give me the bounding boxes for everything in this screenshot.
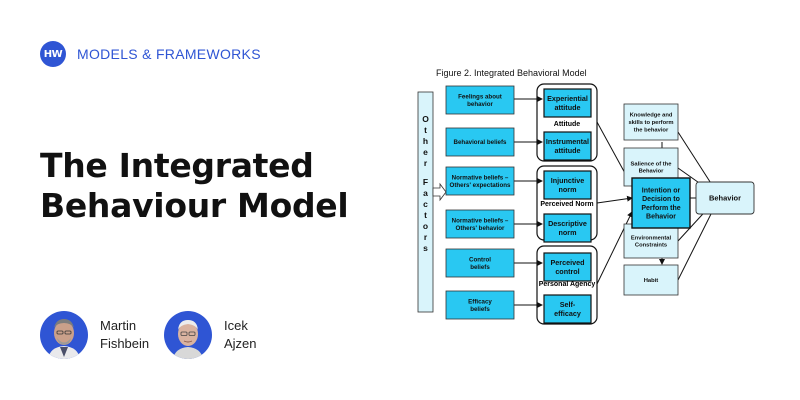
behavior-label: Behavior [709, 194, 741, 203]
input-box-behavioral-beliefs [445, 127, 515, 157]
brand-logo: HW [40, 41, 66, 67]
attitude-label: Attitude [554, 121, 581, 128]
moderator-box-habit [623, 264, 679, 296]
construct-label: Experiential [547, 94, 588, 103]
author-name-fishbein: Martin Fishbein [100, 317, 149, 353]
construct-label: Injunctive [551, 176, 585, 185]
intention-text: Decision to [642, 196, 680, 203]
construct-label: attitude [555, 103, 581, 112]
input-label: beliefs [470, 306, 490, 313]
construct-box-injunctive [543, 170, 592, 200]
moderator-label: Environmental [631, 235, 672, 241]
author-fishbein: Martin Fishbein [40, 311, 149, 359]
input-box-efficacy-beliefs [445, 290, 515, 320]
personal-agency-label: Personal Agency [539, 281, 596, 288]
brand-category[interactable]: MODELS & FRAMEWORKS [77, 46, 261, 62]
construct-label: norm [559, 185, 577, 194]
page-title: The Integrated Behaviour Model [40, 146, 400, 226]
construct-box-experiential [543, 88, 592, 118]
input-label: Control [469, 256, 491, 263]
input-label: Behavioral beliefs [454, 139, 508, 146]
moderator-label: the behavior [634, 127, 669, 133]
author-ajzen: Icek Ajzen [164, 311, 257, 359]
behavior-box [695, 181, 755, 215]
input-box-control-beliefs [445, 248, 515, 278]
construct-label: Descriptive [548, 219, 587, 228]
moderator-label: Constraints [635, 243, 667, 249]
personal-agency-group [536, 245, 598, 325]
brand-header: HW MODELS & FRAMEWORKS [40, 41, 261, 67]
input-label: Others' behavior [456, 225, 506, 232]
construct-label: attitude [555, 146, 581, 155]
input-box-feelings [445, 85, 515, 115]
page-title-line-2: Behaviour Model [40, 186, 349, 225]
moderator-box-environmental [623, 223, 679, 259]
construct-box-descriptive [543, 213, 592, 243]
figure-caption: Figure 2. Integrated Behavioral Model [436, 68, 587, 78]
other-factors-arrow [432, 182, 447, 202]
author-last-name: Ajzen [224, 336, 257, 351]
intention-text: Perform the [641, 205, 680, 212]
portrait-ajzen-icon [173, 320, 203, 359]
perceived-norm-label: Perceived Norm [540, 201, 593, 208]
intention-box [631, 177, 691, 229]
input-label: Efficacy [468, 298, 492, 305]
intention-text: Intention or [642, 188, 681, 195]
construct-label: control [555, 267, 579, 276]
input-label: Normative beliefs – [452, 217, 509, 224]
construct-label: norm [559, 228, 577, 237]
construct-label: efficacy [554, 309, 581, 318]
author-first-name: Icek [224, 318, 248, 333]
input-label: Feelings about [458, 93, 502, 100]
moderator-box-knowledge [623, 103, 679, 141]
input-label: Normative beliefs – [452, 174, 509, 181]
moderator-label: Habit [644, 278, 659, 284]
intention-text: Behavior [646, 213, 676, 220]
input-box-normative-behavior [445, 209, 515, 239]
avatar-ajzen [164, 311, 212, 359]
avatar-fishbein [40, 311, 88, 359]
input-label: Others' expectations [450, 182, 512, 189]
construct-label: Instrumental [546, 137, 589, 146]
construct-label: Perceived [551, 258, 585, 267]
moderator-label: skills to perform [628, 120, 673, 126]
construct-label: Self- [560, 300, 576, 309]
construct-box-self-efficacy [543, 294, 592, 324]
input-label: beliefs [470, 264, 490, 271]
other-factors-box [417, 91, 434, 313]
page-title-line-1: The Integrated [40, 146, 314, 185]
construct-box-instrumental [543, 131, 592, 161]
moderator-label: Behavior [639, 169, 665, 175]
moderator-label: Salience of the [631, 161, 673, 167]
portrait-fishbein-icon [48, 319, 80, 359]
construct-box-perceived-control [543, 252, 592, 282]
author-first-name: Martin [100, 318, 137, 333]
input-box-normative-expect [445, 166, 515, 196]
moderator-label: Knowledge and [630, 113, 673, 119]
input-label: behavior [467, 101, 493, 108]
author-name-ajzen: Icek Ajzen [224, 317, 257, 353]
behavior-text: Behavior [709, 194, 741, 203]
author-last-name: Fishbein [100, 336, 150, 351]
